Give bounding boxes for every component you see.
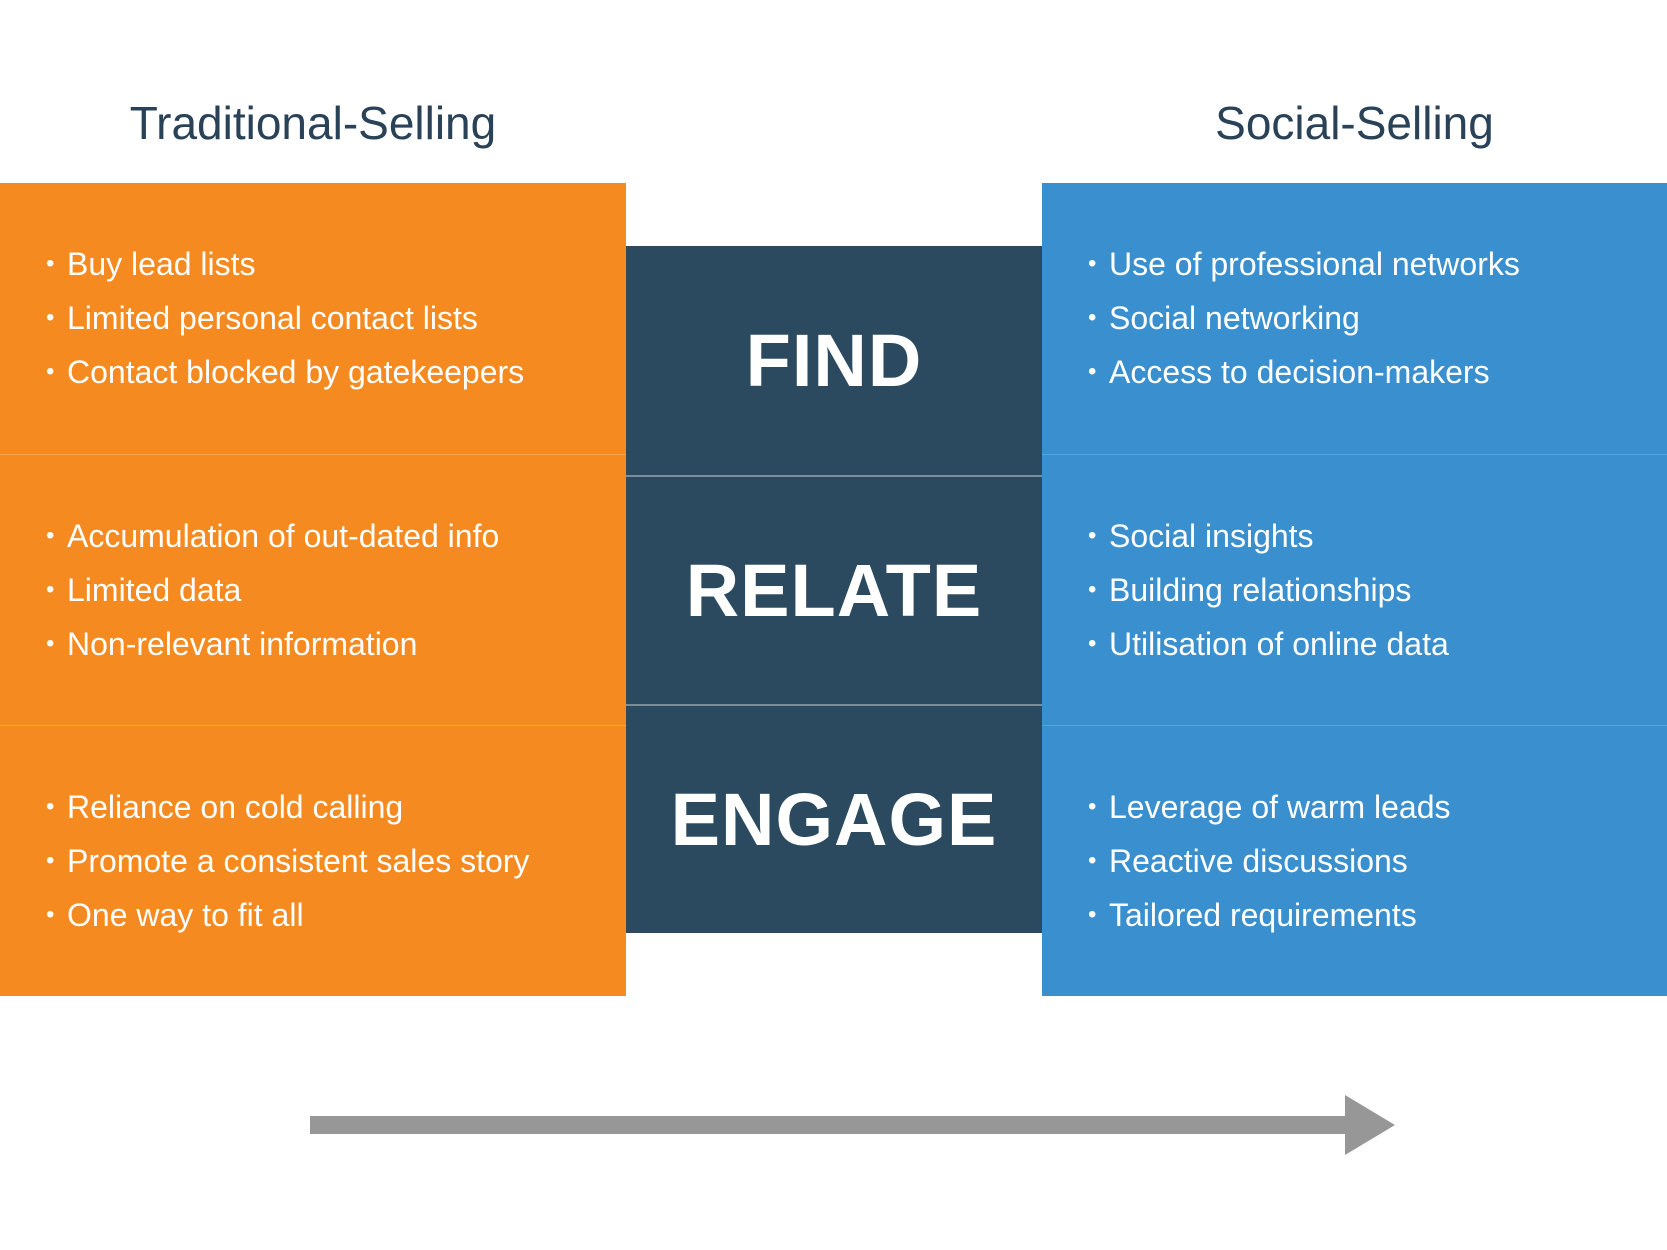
list-item-text: Buy lead lists [67,246,256,282]
social-engage-list: • Leverage of warm leads • Reactive discus… [1088,780,1451,942]
traditional-selling-panel: • Buy lead lists • Limited personal contac… [0,183,626,996]
list-item-text: Reliance on cold calling [67,789,404,825]
list-item-text: Tailored requirements [1109,897,1417,933]
list-item: • Tailored requirements [1088,888,1451,942]
traditional-selling-heading: Traditional-Selling [129,97,497,149]
list-item-text: Limited data [67,572,242,608]
bullet-icon: • [46,522,55,549]
bullet-icon: • [1088,793,1097,820]
list-item-text: Access to decision-makers [1109,354,1490,390]
bullet-icon: • [46,358,55,385]
list-item-text: Use of professional networks [1109,246,1520,282]
bullet-icon: • [1088,522,1097,549]
social-relate-row: • Social insights • Building relationships… [1042,454,1667,725]
list-item: • Buy lead lists [46,237,524,291]
social-relate-list: • Social insights • Building relationships… [1088,509,1449,671]
list-item-text: Promote a consistent sales story [67,843,530,879]
list-item: • Promote a consistent sales story [46,834,529,888]
list-item: • Reactive discussions [1088,834,1451,888]
list-item: • Limited personal contact lists [46,291,524,345]
list-item-text: Accumulation of out-dated info [67,518,500,554]
traditional-find-row: • Buy lead lists • Limited personal contac… [0,183,626,454]
list-item-text: Reactive discussions [1109,843,1408,879]
stage-relate-label: RELATE [626,475,1042,704]
stage-find-label: FIND [745,319,923,402]
list-item: • One way to fit all [46,888,529,942]
list-item: • Social networking [1088,291,1520,345]
social-find-row: • Use of professional networks • Social ne… [1042,183,1667,454]
list-item: • Building relationships [1088,563,1449,617]
right-arrow-icon [310,1095,1395,1155]
bullet-icon: • [1088,304,1097,331]
bullet-icon: • [46,576,55,603]
social-engage-row: • Leverage of warm leads • Reactive discus… [1042,725,1667,996]
list-item-text: Leverage of warm leads [1109,789,1451,825]
list-item-text: Social networking [1109,300,1360,336]
traditional-find-list: • Buy lead lists • Limited personal contac… [46,237,524,399]
arrow-head [1345,1095,1395,1155]
bullet-icon: • [1088,358,1097,385]
list-item-text: Limited personal contact lists [67,300,478,336]
list-item: • Accumulation of out-dated info [46,509,499,563]
list-item: • Reliance on cold calling [46,780,529,834]
list-item: • Contact blocked by gatekeepers [46,345,524,399]
traditional-engage-list: • Reliance on cold calling • Promote a con… [46,780,529,942]
bullet-icon: • [1088,630,1097,657]
traditional-engage-row: • Reliance on cold calling • Promote a con… [0,725,626,996]
list-item: • Utilisation of online data [1088,617,1449,671]
list-item: • Access to decision-makers [1088,345,1520,399]
arrow-shaft [310,1116,1350,1134]
bullet-icon: • [46,250,55,277]
list-item: • Use of professional networks [1088,237,1520,291]
list-item-text: Contact blocked by gatekeepers [67,354,525,390]
list-item: • Social insights [1088,509,1449,563]
bullet-icon: • [46,847,55,874]
list-item: • Limited data [46,563,499,617]
list-item-text: Social insights [1109,518,1314,554]
stages-block: FIND RELATE ENGAGE [626,246,1042,933]
bullet-icon: • [46,793,55,820]
list-item-text: One way to fit all [67,897,304,933]
bullet-icon: • [46,304,55,331]
social-selling-panel: • Use of professional networks • Social ne… [1042,183,1667,996]
stage-engage-label: ENGAGE [626,704,1042,933]
bullet-icon: • [46,901,55,928]
bullet-icon: • [1088,576,1097,603]
list-item: • Non-relevant information [46,617,499,671]
bullet-icon: • [46,630,55,657]
list-item-text: Non-relevant information [67,626,418,662]
list-item-text: Building relationships [1109,572,1412,608]
list-item-text: Utilisation of online data [1109,626,1449,662]
bullet-icon: • [1088,250,1097,277]
traditional-relate-list: • Accumulation of out-dated info • Limited… [46,509,499,671]
list-item: • Leverage of warm leads [1088,780,1451,834]
social-find-list: • Use of professional networks • Social ne… [1088,237,1520,399]
bullet-icon: • [1088,847,1097,874]
bullet-icon: • [1088,901,1097,928]
social-selling-heading: Social-Selling [1215,97,1494,149]
traditional-relate-row: • Accumulation of out-dated info • Limited… [0,454,626,725]
